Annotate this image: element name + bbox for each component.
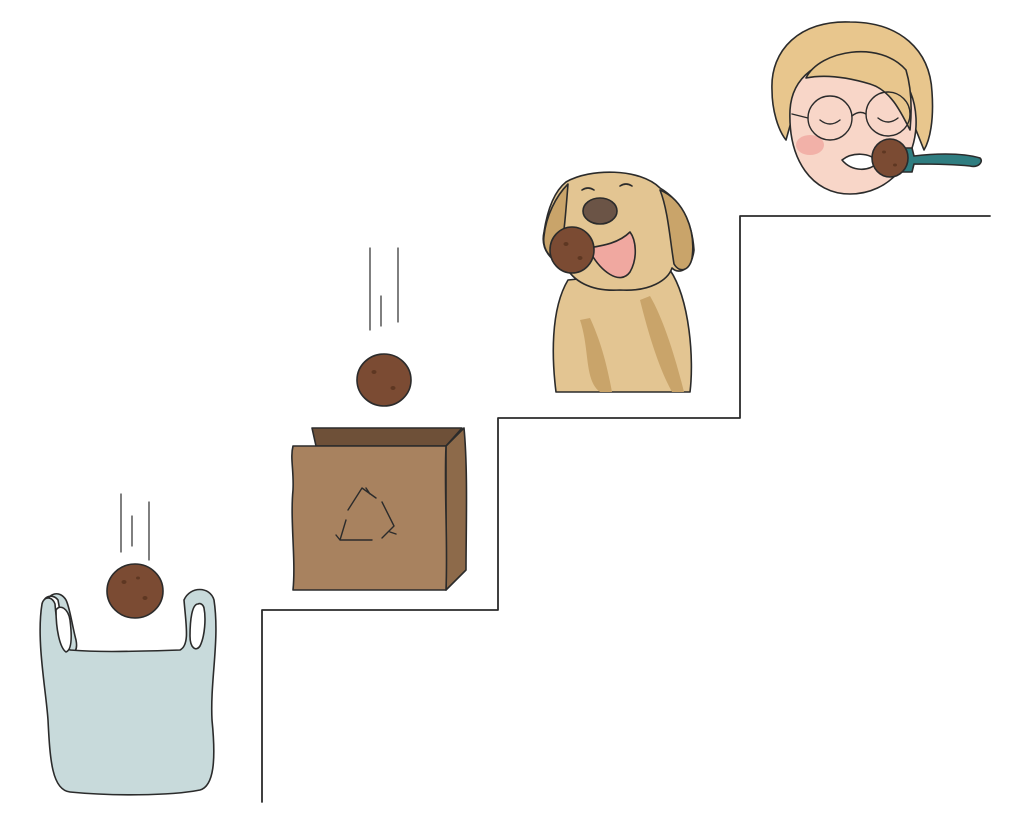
fork (899, 147, 983, 173)
meatball-1 (106, 563, 164, 619)
dog-nose (582, 197, 618, 225)
glasses (791, 91, 911, 141)
compost-paper-bag (291, 427, 468, 591)
falling-lines (369, 247, 399, 331)
plastic-bag (39, 588, 217, 796)
recycle-icon (335, 487, 397, 541)
person (771, 21, 983, 195)
dog (542, 171, 695, 393)
meatball-2 (356, 353, 412, 407)
staircase-line (261, 215, 991, 803)
dog-tongue (587, 231, 637, 279)
falling-lines (120, 493, 150, 561)
